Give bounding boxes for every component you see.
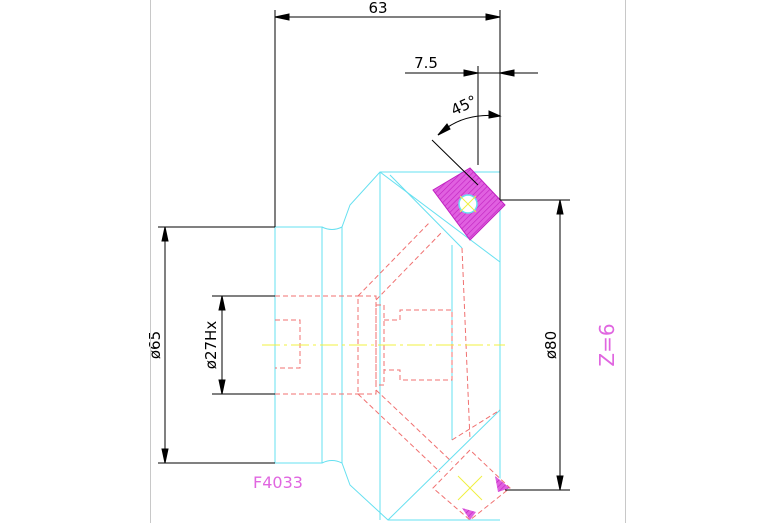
hidden-lines bbox=[275, 221, 501, 473]
left-border-line bbox=[150, 0, 151, 523]
dim-cutter-diameter: ø80 bbox=[542, 331, 560, 359]
dim-bore-diameter: ø27Hx bbox=[202, 321, 220, 370]
insert-bottom bbox=[432, 449, 511, 521]
dim-overall-length: 63 bbox=[368, 0, 387, 17]
teeth-count: Z=6 bbox=[595, 323, 619, 366]
dim-shank-diameter: ø65 bbox=[146, 331, 164, 359]
dim-angle: 45° bbox=[448, 92, 480, 120]
right-border-line bbox=[625, 0, 626, 523]
dim-offset: 7.5 bbox=[414, 54, 438, 72]
insert-top bbox=[432, 167, 506, 241]
dimension-lines bbox=[158, 10, 570, 491]
part-number: F4033 bbox=[253, 473, 303, 492]
